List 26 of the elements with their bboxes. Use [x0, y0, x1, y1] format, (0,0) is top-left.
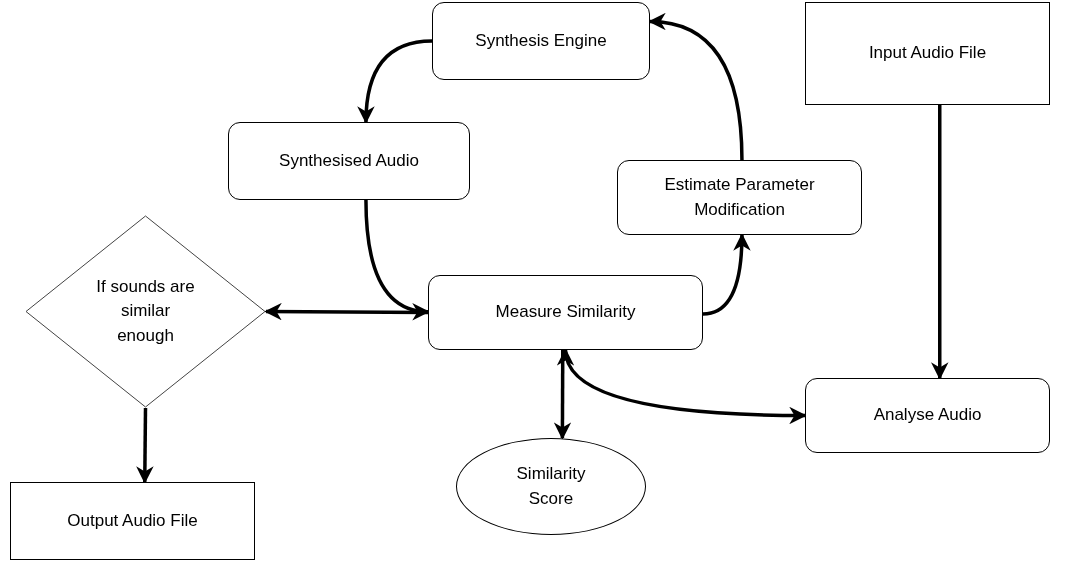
- process-box: [228, 122, 470, 200]
- node-label: Synthesised Audio: [279, 149, 419, 172]
- process-box: [428, 275, 703, 350]
- arrow: [264, 302, 428, 321]
- decision-diamond: [25, 215, 266, 408]
- arrow: [931, 105, 949, 380]
- node-label: Analyse Audio: [873, 404, 982, 427]
- process-box: [617, 160, 862, 235]
- arrow: [648, 13, 744, 161]
- node-label: Estimate Parameter Modification: [663, 173, 816, 221]
- process-box: [10, 482, 255, 560]
- node-label: Input Audio File: [868, 42, 987, 65]
- arrow: [364, 199, 430, 320]
- arrow: [559, 348, 807, 425]
- process-box: [805, 378, 1050, 453]
- node-label: Similarity Score: [515, 462, 587, 510]
- arrow: [136, 408, 154, 484]
- node-label: Measure Similarity: [495, 301, 636, 324]
- arrow: [357, 39, 433, 124]
- arrow: [553, 350, 572, 440]
- arrow: [702, 233, 751, 316]
- node-label: If sounds are similar enough: [95, 275, 196, 347]
- process-box: [805, 2, 1050, 105]
- node-label: Synthesis Engine: [475, 29, 607, 52]
- node-label: Output Audio File: [67, 509, 198, 532]
- process-box: [432, 2, 650, 80]
